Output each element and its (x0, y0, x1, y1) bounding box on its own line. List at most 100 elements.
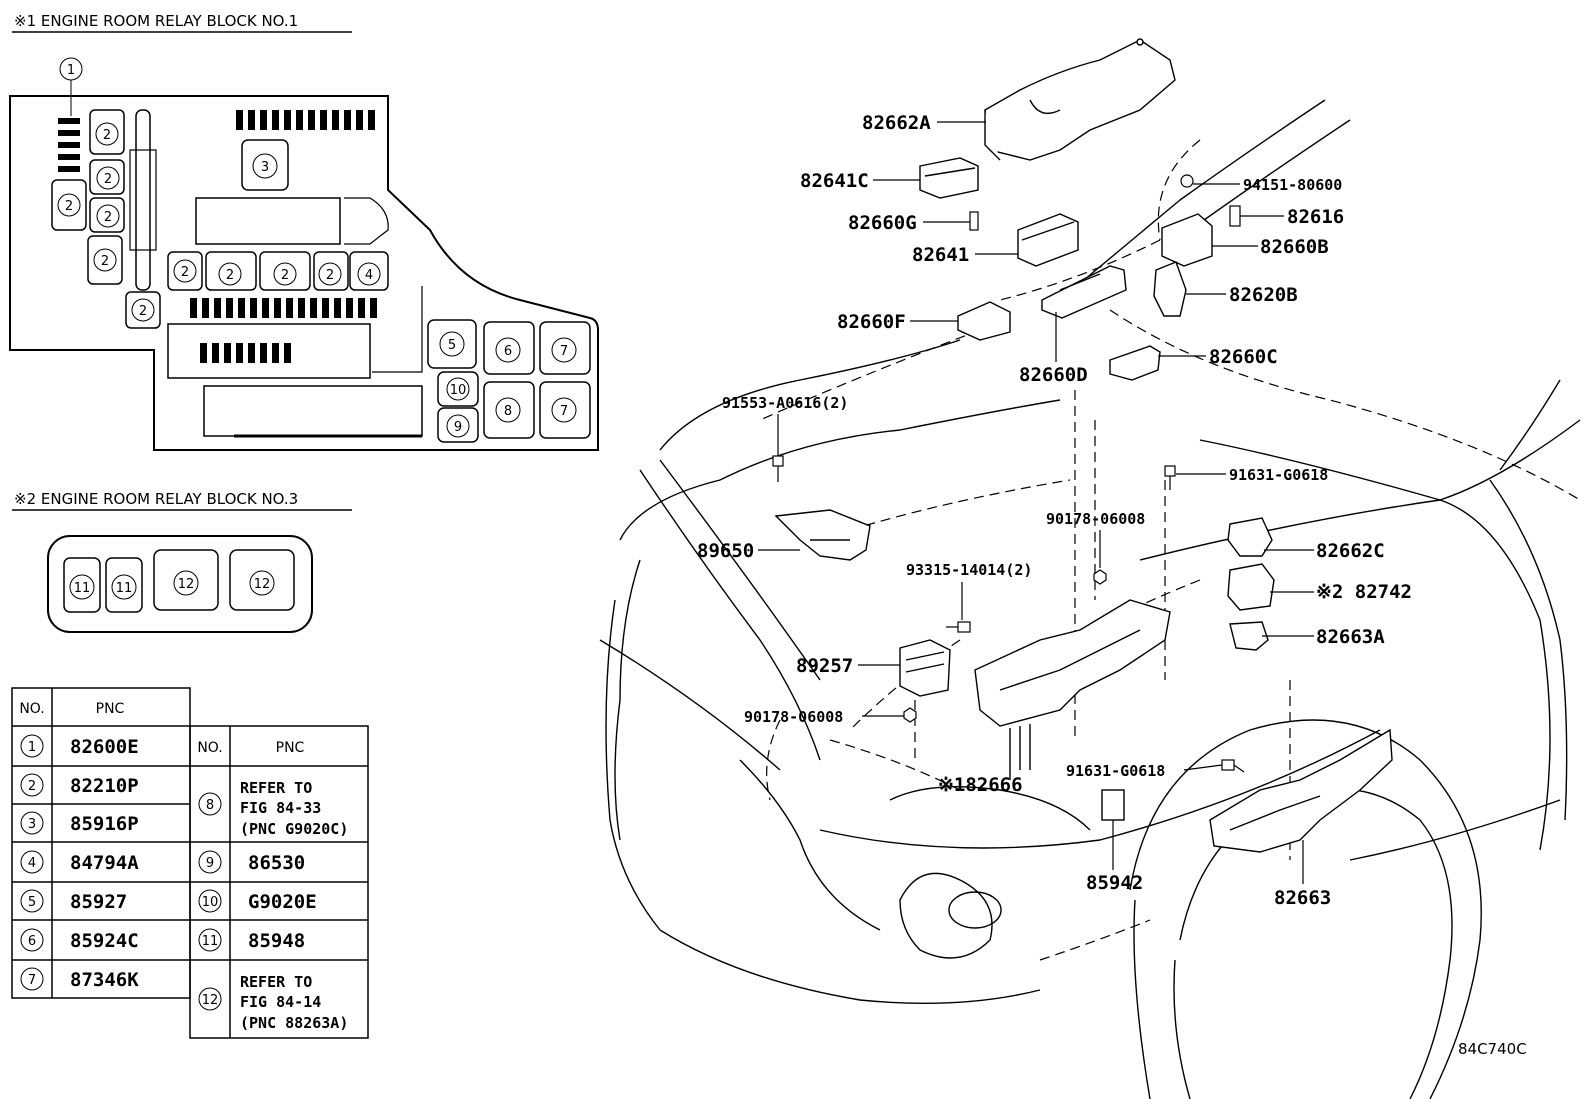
svg-text:9: 9 (454, 420, 462, 435)
part-82662C-cover (1227, 517, 1273, 557)
svg-text:85948: 85948 (248, 930, 305, 952)
label-82660D: 82660D (1019, 364, 1088, 386)
svg-text:REFER TO: REFER TO (240, 973, 312, 991)
svg-text:10: 10 (450, 383, 467, 398)
relay-block-3-title: ※2 ENGINE ROOM RELAY BLOCK NO.3 (14, 490, 298, 508)
table-row: 8 REFER TO FIG 84-33 (PNC G9020C) (198, 779, 348, 838)
svg-text:2: 2 (281, 268, 289, 283)
slot-8: 8 (495, 397, 521, 423)
part-82660D-bracket (1041, 265, 1127, 319)
slot-1: 1 (59, 57, 83, 81)
slot-2: 2 (131, 298, 155, 322)
label-93315-14014: 93315-14014(2) (906, 561, 1032, 579)
label-82660F: 82660F (837, 311, 906, 333)
svg-text:REFER TO: REFER TO (240, 779, 312, 797)
svg-text:FIG 84-33: FIG 84-33 (240, 799, 321, 817)
fuse-row-top (236, 110, 375, 130)
part-91631-bolt (1164, 465, 1176, 490)
svg-text:4: 4 (365, 268, 373, 283)
svg-text:2: 2 (139, 304, 147, 319)
relay-block-1-title: ※1 ENGINE ROOM RELAY BLOCK NO.1 (14, 12, 298, 30)
slot-7: 7 (551, 397, 577, 423)
table-header-no: NO. (19, 701, 44, 717)
svg-text:11: 11 (116, 581, 133, 596)
svg-text:2: 2 (65, 199, 73, 214)
svg-text:86530: 86530 (248, 852, 305, 874)
slot-7: 7 (551, 337, 577, 363)
car-body-outline (599, 99, 1581, 1099)
svg-text:11: 11 (202, 934, 219, 949)
slot-11: 11 (111, 574, 137, 600)
label-82620B: 82620B (1229, 284, 1298, 306)
table-header-no: NO. (197, 740, 222, 756)
svg-text:5: 5 (28, 895, 36, 910)
slot-2: 2 (96, 204, 120, 228)
part-82641C-module (919, 157, 979, 199)
svg-text:2: 2 (103, 128, 111, 143)
svg-text:82210P: 82210P (70, 775, 139, 797)
part-82663-bracket (1209, 728, 1393, 853)
slot-2: 2 (318, 262, 342, 286)
svg-text:G9020E: G9020E (248, 891, 317, 913)
slot-2: 2 (173, 259, 197, 283)
svg-text:(PNC 88263A): (PNC 88263A) (240, 1014, 348, 1032)
part-82660F-bracket (957, 301, 1011, 341)
figure-code: 84C740C (1458, 1040, 1527, 1058)
svg-text:85927: 85927 (70, 891, 127, 913)
label-82616: 82616 (1287, 206, 1344, 228)
slot-2: 2 (93, 248, 117, 272)
part-91631-bolt-lower (1221, 759, 1245, 773)
svg-text:12: 12 (178, 577, 195, 592)
svg-text:12: 12 (202, 993, 219, 1008)
svg-text:7: 7 (560, 344, 568, 359)
part-91553-bolt (772, 455, 784, 482)
slot-12: 12 (173, 570, 199, 596)
table-row: 3 85916P (20, 811, 139, 835)
label-82662A: 82662A (862, 112, 931, 134)
label-85942: 85942 (1086, 872, 1143, 894)
part-89650-sensor (774, 509, 871, 561)
fuse-stack (58, 118, 80, 172)
svg-text:2: 2 (104, 210, 112, 225)
table-header-pnc: PNC (276, 740, 305, 756)
part-89257-sensor (899, 639, 951, 697)
svg-text:11: 11 (74, 581, 91, 596)
relay-block-1: ※1 ENGINE ROOM RELAY BLOCK NO.1 (9, 12, 599, 451)
label-89650: 89650 (697, 540, 754, 562)
table-row: 12 REFER TO FIG 84-14 (PNC 88263A) (198, 973, 348, 1032)
part-93315-bolt (946, 621, 971, 633)
svg-text:3: 3 (28, 817, 36, 832)
part-94151-nut (1180, 174, 1194, 188)
slot-11: 11 (69, 574, 95, 600)
label-82660B: 82660B (1260, 236, 1329, 258)
slot-5: 5 (439, 331, 465, 357)
svg-text:2: 2 (326, 268, 334, 283)
slot-2: 2 (95, 122, 119, 146)
table-row: 11 85948 (198, 928, 305, 952)
label-82663A: 82663A (1316, 626, 1385, 648)
svg-text:FIG 84-14: FIG 84-14 (240, 993, 321, 1011)
svg-text:2: 2 (226, 268, 234, 283)
svg-text:85916P: 85916P (70, 813, 139, 835)
label-82742: ※2 82742 (1316, 581, 1412, 603)
slot-2: 2 (218, 262, 242, 286)
svg-text:82600E: 82600E (70, 736, 139, 758)
svg-text:7: 7 (560, 404, 568, 419)
svg-text:87346K: 87346K (70, 969, 139, 991)
svg-text:2: 2 (181, 265, 189, 280)
part-85942-connector (1101, 789, 1125, 821)
relay-block-1-outline (9, 95, 599, 451)
relay-block-3: ※2 ENGINE ROOM RELAY BLOCK NO.3 11 11 12… (12, 490, 352, 633)
slot-10: 10 (446, 377, 470, 401)
label-82666: ※182666 (938, 774, 1023, 796)
svg-text:84794A: 84794A (70, 852, 139, 874)
label-82662C: 82662C (1316, 540, 1385, 562)
slot-2: 2 (96, 166, 120, 190)
part-82620B-block (1153, 261, 1187, 317)
